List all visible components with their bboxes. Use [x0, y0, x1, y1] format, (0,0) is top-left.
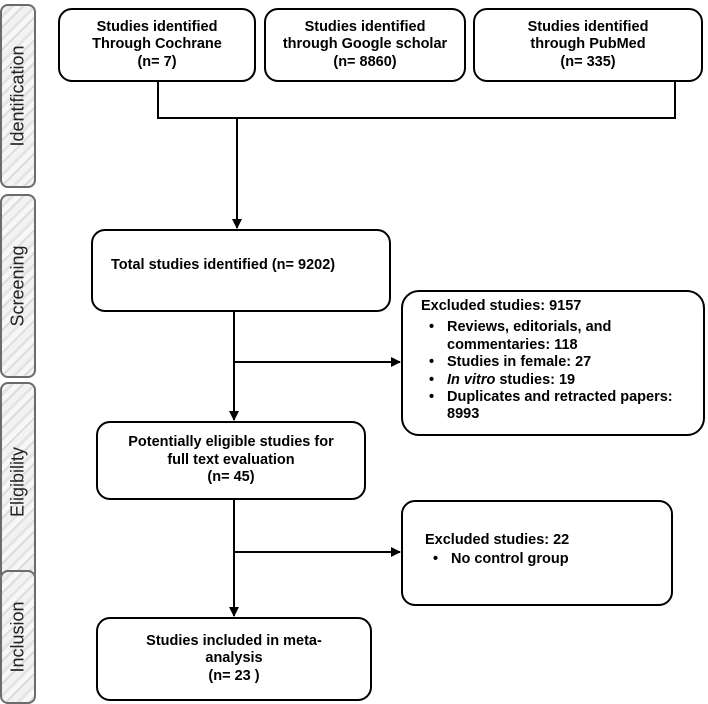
total-identified-box: Total studies identified (n= 9202) — [91, 229, 391, 312]
source-pubmed-line1: Studies identified — [527, 18, 649, 35]
included-count: (n= 23 ) — [208, 667, 260, 684]
total-identified-text: Total studies identified (n= 9202) — [111, 257, 336, 273]
source-google-line2: through Google scholar — [282, 36, 448, 53]
excluded-eligibility-box: Excluded studies: 22 No control group — [401, 500, 673, 606]
source-cochrane-line2: Through Cochrane — [92, 36, 222, 53]
excluded-reason-reviews: Reviews, editorials, and commentaries: 1… — [421, 319, 695, 354]
source-pubmed-line2: through PubMed — [530, 36, 646, 53]
eligible-box: Potentially eligible studies for full te… — [96, 421, 366, 500]
merge-bracket — [157, 82, 676, 119]
excluded-reason-female: Studies in female: 27 — [421, 354, 695, 372]
source-google-count: (n= 8860) — [333, 53, 397, 70]
source-google-box: Studies identified through Google schola… — [264, 8, 466, 82]
included-box: Studies included in meta- analysis (n= 2… — [96, 617, 372, 701]
stage-inclusion: Inclusion — [0, 570, 36, 704]
excluded-reason-invitro: In vitro studies: 19 — [421, 372, 695, 390]
eligible-line2: full text evaluation — [167, 451, 295, 468]
source-cochrane-line1: Studies identified — [96, 18, 218, 35]
excluded-reason-no-control: No control group — [425, 551, 663, 569]
excluded-reason-duplicates: Duplicates and retracted papers: 8993 — [421, 389, 695, 424]
excluded-eligibility-title: Excluded studies: 22 — [425, 532, 570, 548]
source-pubmed-box: Studies identified through PubMed (n= 33… — [473, 8, 703, 82]
excluded-eligibility-list: No control group — [425, 551, 663, 569]
stage-screening: Screening — [0, 194, 36, 378]
included-line1: Studies included in meta- — [146, 632, 322, 649]
eligible-line1: Potentially eligible studies for — [128, 434, 334, 451]
excluded-screening-title: Excluded studies: 9157 — [421, 298, 582, 314]
stage-identification: Identification — [0, 4, 36, 188]
source-cochrane-count: (n= 7) — [137, 53, 177, 70]
eligible-count: (n= 45) — [207, 469, 255, 486]
excluded-screening-box: Excluded studies: 9157 Reviews, editoria… — [401, 290, 705, 436]
source-pubmed-count: (n= 335) — [560, 53, 616, 70]
source-cochrane-box: Studies identified Through Cochrane (n= … — [58, 8, 256, 82]
included-line2: analysis — [205, 650, 263, 667]
source-google-line1: Studies identified — [304, 18, 426, 35]
excluded-screening-list: Reviews, editorials, and commentaries: 1… — [421, 319, 695, 423]
